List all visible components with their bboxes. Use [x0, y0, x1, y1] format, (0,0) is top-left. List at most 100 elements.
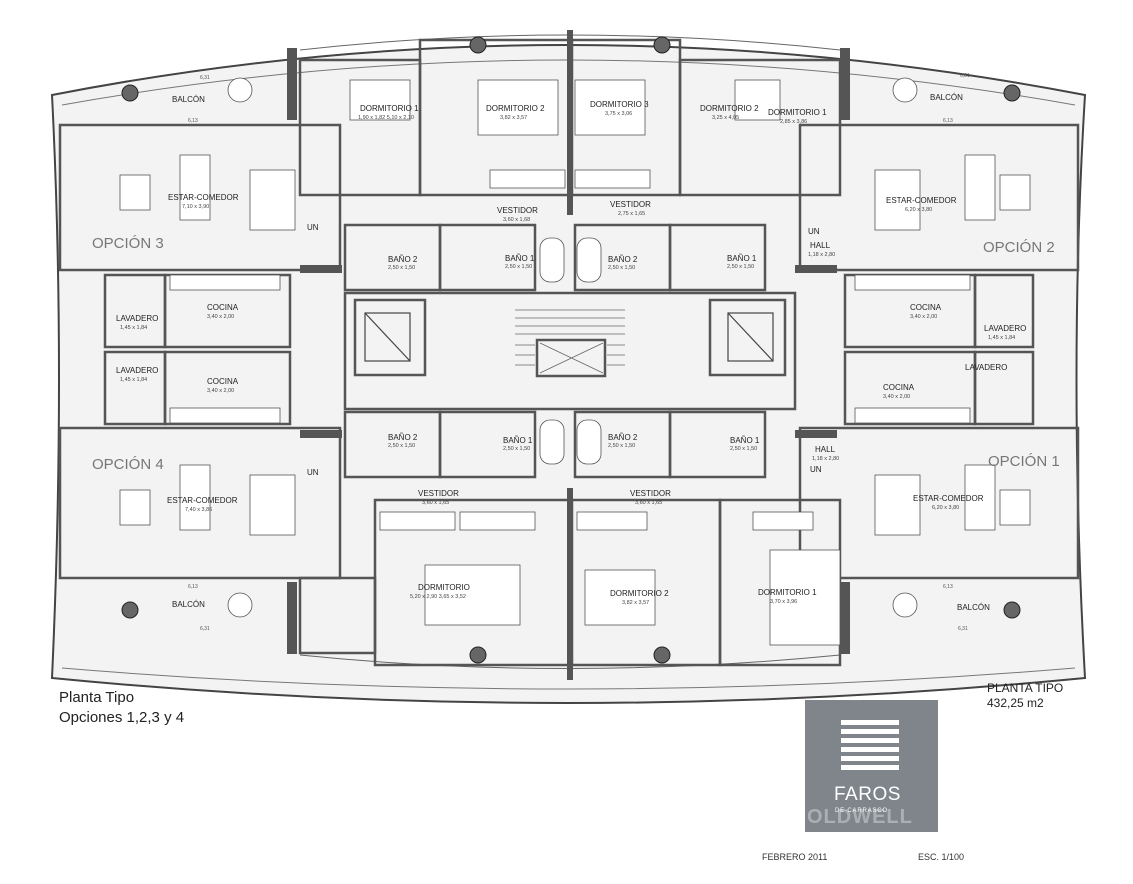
dormitorio3-dim: 3,75 x 3,06	[605, 111, 632, 117]
opcion4-label: OPCIÓN 4	[92, 456, 164, 473]
lavadero-tr-dim: 1,45 x 1,84	[988, 335, 1015, 341]
bano2-tr-label: BAÑO 2	[608, 255, 638, 264]
vestidor-bl-dim: 3,60 x 1,65	[422, 500, 449, 506]
estar-br-dim: 6,20 x 3,80	[932, 505, 959, 511]
estar-tl-label: ESTAR-COMEDOR	[168, 193, 239, 202]
cocina-tl-label: COCINA	[207, 303, 239, 312]
dormitorio2-tr-label: DORMITORIO 2	[700, 104, 759, 113]
balcon-tr-width: 6,31	[960, 73, 970, 79]
opcion1-label: OPCIÓN 1	[988, 453, 1060, 470]
dormitorio3-label: DORMITORIO 3	[590, 100, 649, 109]
balcon-tl-label: BALCÓN	[172, 95, 205, 104]
hall-top-dim: 1,18 x 2,80	[808, 252, 835, 258]
balcon-br-width: 6,31	[958, 626, 968, 632]
balcon-bl-depth: 6,13	[188, 584, 198, 590]
un-tr-label: UN	[808, 227, 820, 236]
estar-bl-dim: 7,40 x 3,86	[185, 507, 212, 513]
cocina-br-label: COCINA	[883, 383, 915, 392]
dormitorio2-bottom-dim: 3,82 x 3,57	[622, 600, 649, 606]
estar-br-label: ESTAR-COMEDOR	[913, 494, 984, 503]
vestidor-tl-dim: 3,60 x 1,68	[503, 217, 530, 223]
lavadero-bl-dim: 1,45 x 1,84	[120, 377, 147, 383]
lavadero-tl-dim: 1,45 x 1,84	[120, 325, 147, 331]
dormitorio1-br-dim: 3,70 x 3,96	[770, 599, 797, 605]
bano1-br-dim: 2,50 x 1,50	[730, 446, 757, 452]
lavadero-bl-label: LAVADERO	[116, 366, 158, 375]
cocina-tl-dim: 3,40 x 2,00	[207, 314, 234, 320]
faros-logo: OLDWELL FAROS DE CARRASCO	[805, 700, 938, 832]
dormitorio2-bottom-label: DORMITORIO 2	[610, 589, 669, 598]
cocina-tr-dim: 3,40 x 2,00	[910, 314, 937, 320]
cocina-br-dim: 3,40 x 2,00	[883, 394, 910, 400]
stairs	[515, 309, 625, 374]
vestidor-br-dim: 3,60 x 1,65	[635, 500, 662, 506]
logo-brand: FAROS	[834, 784, 901, 805]
lavadero-br-label: LAVADERO	[965, 363, 1007, 372]
dormitorio1-tl-label: DORMITORIO 1	[360, 104, 419, 113]
bano1-tr-label: BAÑO 1	[727, 254, 757, 263]
bano1-bl-label: BAÑO 1	[503, 436, 533, 445]
logo-bars-icon	[841, 720, 899, 774]
bano2-bl-label: BAÑO 2	[388, 433, 418, 442]
opcion3-label: OPCIÓN 3	[92, 235, 164, 252]
dormitorio1-tr-dim: 2,85 x 3,86	[780, 119, 807, 125]
bano2-bl-dim: 2,50 x 1,50	[388, 443, 415, 449]
caption-line1: Planta Tipo	[59, 689, 135, 706]
dormitorio1-tl-dim: 1,90 x 1,82 5,10 x 2,10	[358, 115, 414, 121]
logo-subtitle: DE CARRASCO	[835, 808, 888, 814]
vestidor-tl-label: VESTIDOR	[497, 206, 538, 215]
bano1-tr-dim: 2,50 x 1,50	[727, 264, 754, 270]
bano2-tl-dim: 2,50 x 1,50	[388, 265, 415, 271]
vestidor-br-label: VESTIDOR	[630, 489, 671, 498]
plan-area-title: PLANTA TIPO	[987, 681, 1064, 695]
bano2-tl-label: BAÑO 2	[388, 255, 418, 264]
balcon-tl-width: 6,31	[200, 75, 210, 81]
lavadero-tl-label: LAVADERO	[116, 314, 158, 323]
footer-date: FEBRERO 2011	[762, 852, 828, 862]
estar-tl-dim: 7,10 x 3,90	[182, 204, 209, 210]
dormitorio2-top-dim: 3,82 x 3,57	[500, 115, 527, 121]
footer-scale: ESC. 1/100	[918, 852, 965, 862]
bano1-tl-dim: 2,50 x 1,50	[505, 264, 532, 270]
hall-bottom-dim: 1,18 x 2,80	[812, 456, 839, 462]
balcon-tr-label: BALCÓN	[930, 93, 963, 102]
vestidor-tr-label: VESTIDOR	[610, 200, 651, 209]
bano2-br-label: BAÑO 2	[608, 433, 638, 442]
un-bl-label: UN	[307, 468, 319, 477]
bano1-br-label: BAÑO 1	[730, 436, 760, 445]
bano2-tr-dim: 2,50 x 1,50	[608, 265, 635, 271]
dormitorio2-tr-dim: 3,25 x 4,05	[712, 115, 739, 121]
un-br-label: UN	[810, 465, 822, 474]
vestidor-bl-label: VESTIDOR	[418, 489, 459, 498]
dormitorio1-tr-label: DORMITORIO 1	[768, 108, 827, 117]
bano2-br-dim: 2,50 x 1,50	[608, 443, 635, 449]
estar-tr-dim: 6,20 x 3,80	[905, 207, 932, 213]
bano1-tl-label: BAÑO 1	[505, 254, 535, 263]
hall-bottom-label: HALL	[815, 445, 836, 454]
balcon-tr-depth: 6,13	[943, 118, 953, 124]
caption-line2: Opciones 1,2,3 y 4	[59, 709, 185, 726]
dormitorio-bottom-dim: 5,20 x 2,90 3,65 x 3,52	[410, 594, 466, 600]
dormitorio1-br-label: DORMITORIO 1	[758, 588, 817, 597]
cocina-tr-label: COCINA	[910, 303, 942, 312]
lavadero-tr-label: LAVADERO	[984, 324, 1026, 333]
opcion2-label: OPCIÓN 2	[983, 239, 1055, 256]
estar-bl-label: ESTAR-COMEDOR	[167, 496, 238, 505]
furniture	[119, 77, 1031, 646]
plan-caption: Planta Tipo Opciones 1,2,3 y 4	[59, 688, 184, 728]
columns	[121, 36, 1021, 664]
dormitorio-bottom-label: DORMITORIO	[418, 583, 470, 592]
balcon-bl-width: 6,31	[200, 626, 210, 632]
hall-top-label: HALL	[810, 241, 831, 250]
balcon-bl-label: BALCÓN	[172, 600, 205, 609]
plan-area: PLANTA TIPO 432,25 m2	[987, 681, 1063, 711]
un-tl-label: UN	[307, 223, 319, 232]
bano1-bl-dim: 2,50 x 1,50	[503, 446, 530, 452]
estar-tr-label: ESTAR-COMEDOR	[886, 196, 957, 205]
balcon-br-depth: 6,13	[943, 584, 953, 590]
logo-watermark: OLDWELL	[807, 806, 913, 828]
cocina-bl-label: COCINA	[207, 377, 239, 386]
plan-area-value: 432,25 m2	[987, 696, 1044, 710]
vestidor-tr-dim: 2,75 x 1,65	[618, 211, 645, 217]
